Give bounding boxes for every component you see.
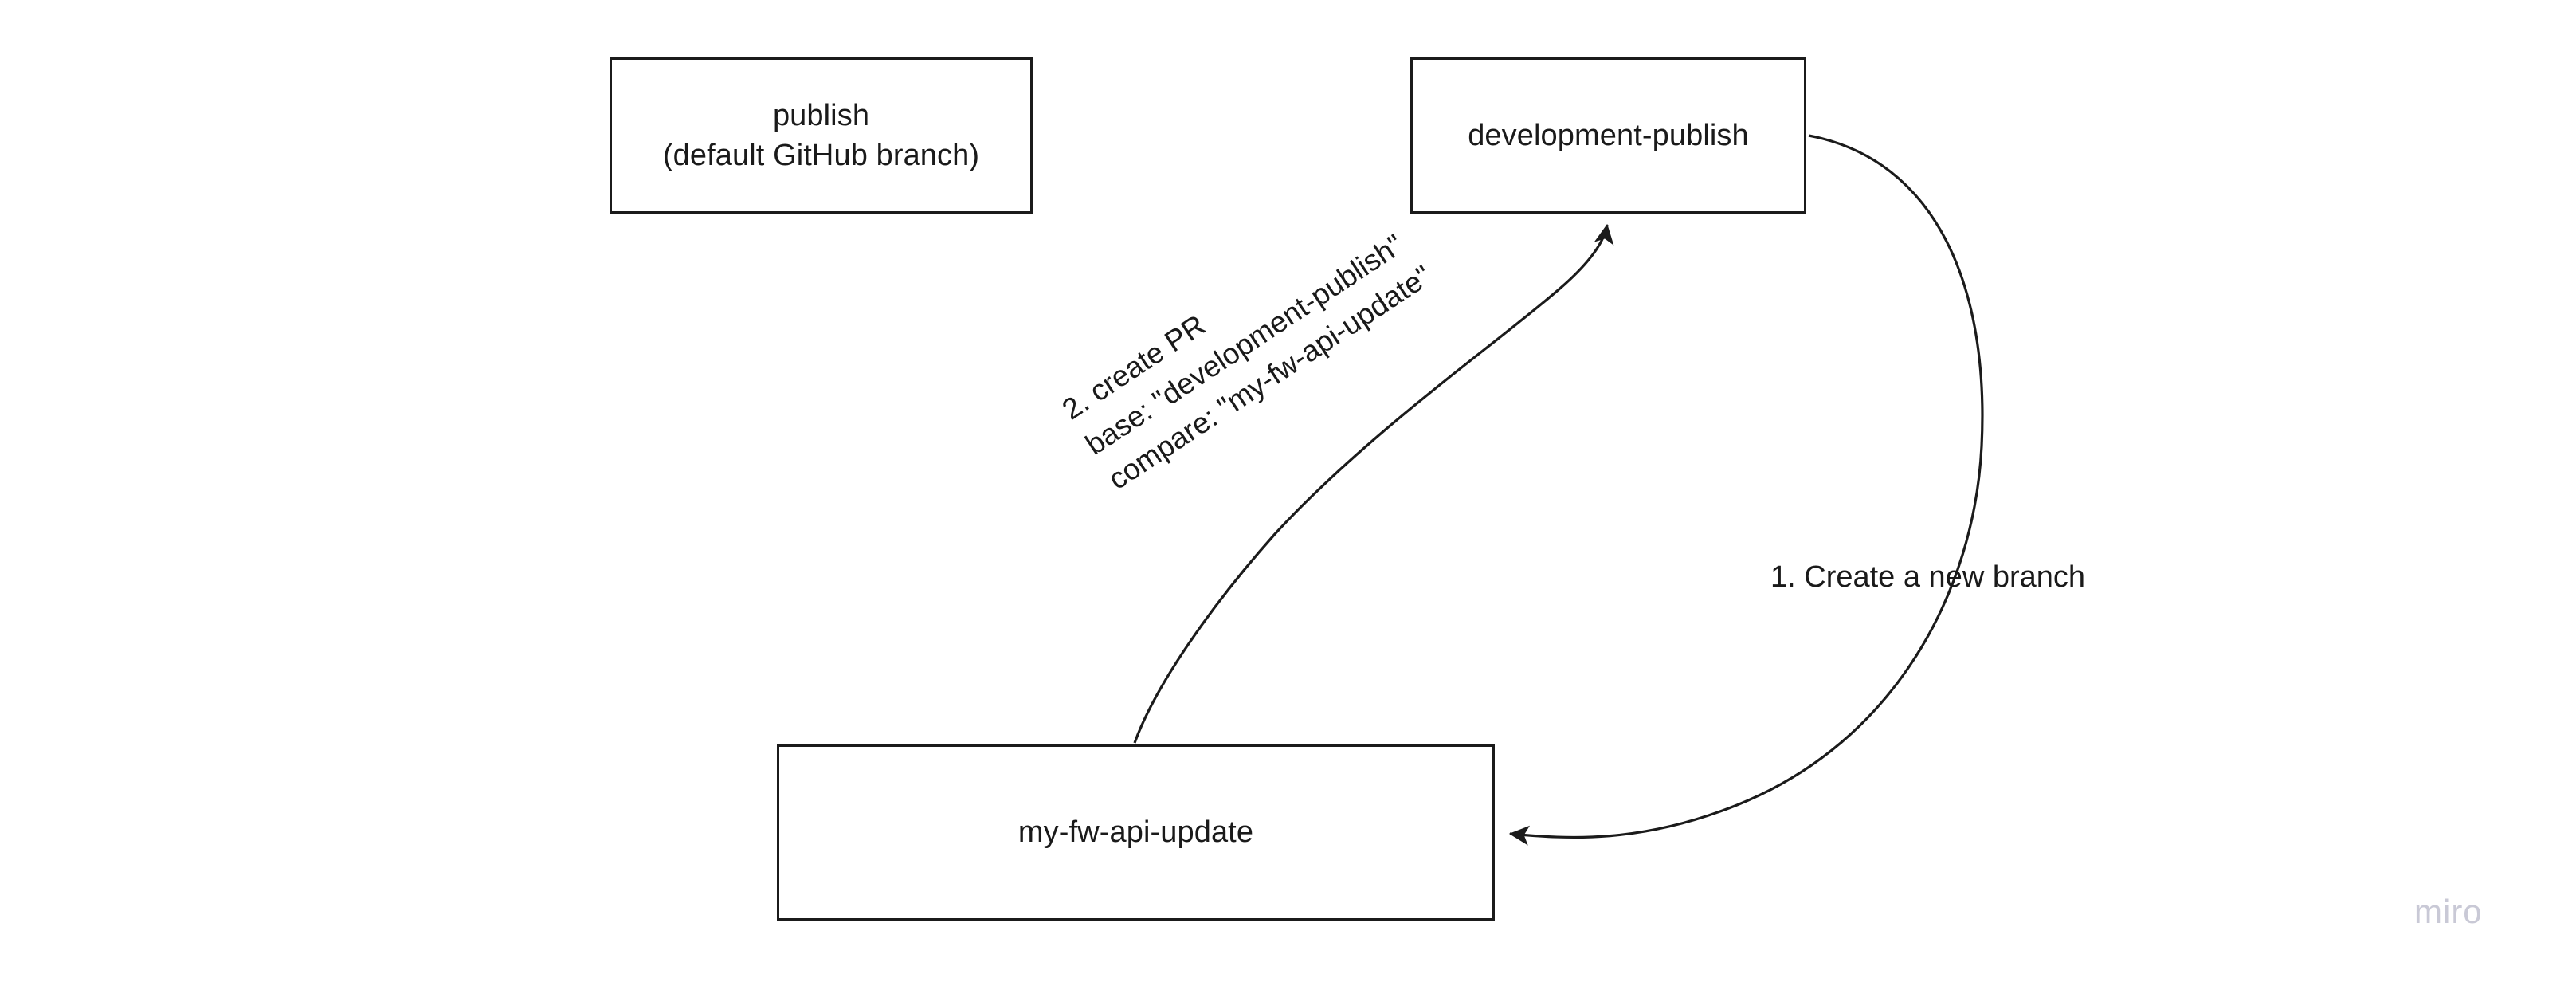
node-publish[interactable]: publish (default GitHub branch) [610, 57, 1033, 214]
node-development-publish[interactable]: development-publish [1410, 57, 1806, 214]
edge-label-create-pr: 2. create PR base: "development-publish"… [1056, 227, 1437, 497]
node-my-fw-api-update[interactable]: my-fw-api-update [777, 744, 1495, 921]
edge-create-branch-path [1508, 134, 1984, 846]
miro-watermark: miro [2414, 893, 2483, 930]
node-publish-label: publish (default GitHub branch) [662, 98, 980, 172]
node-my-fw-api-update-label: my-fw-api-update [1017, 815, 1254, 850]
edge-label-create-branch: 1. Create a new branch [1770, 560, 2086, 594]
node-development-publish-label: development-publish [1468, 118, 1749, 152]
